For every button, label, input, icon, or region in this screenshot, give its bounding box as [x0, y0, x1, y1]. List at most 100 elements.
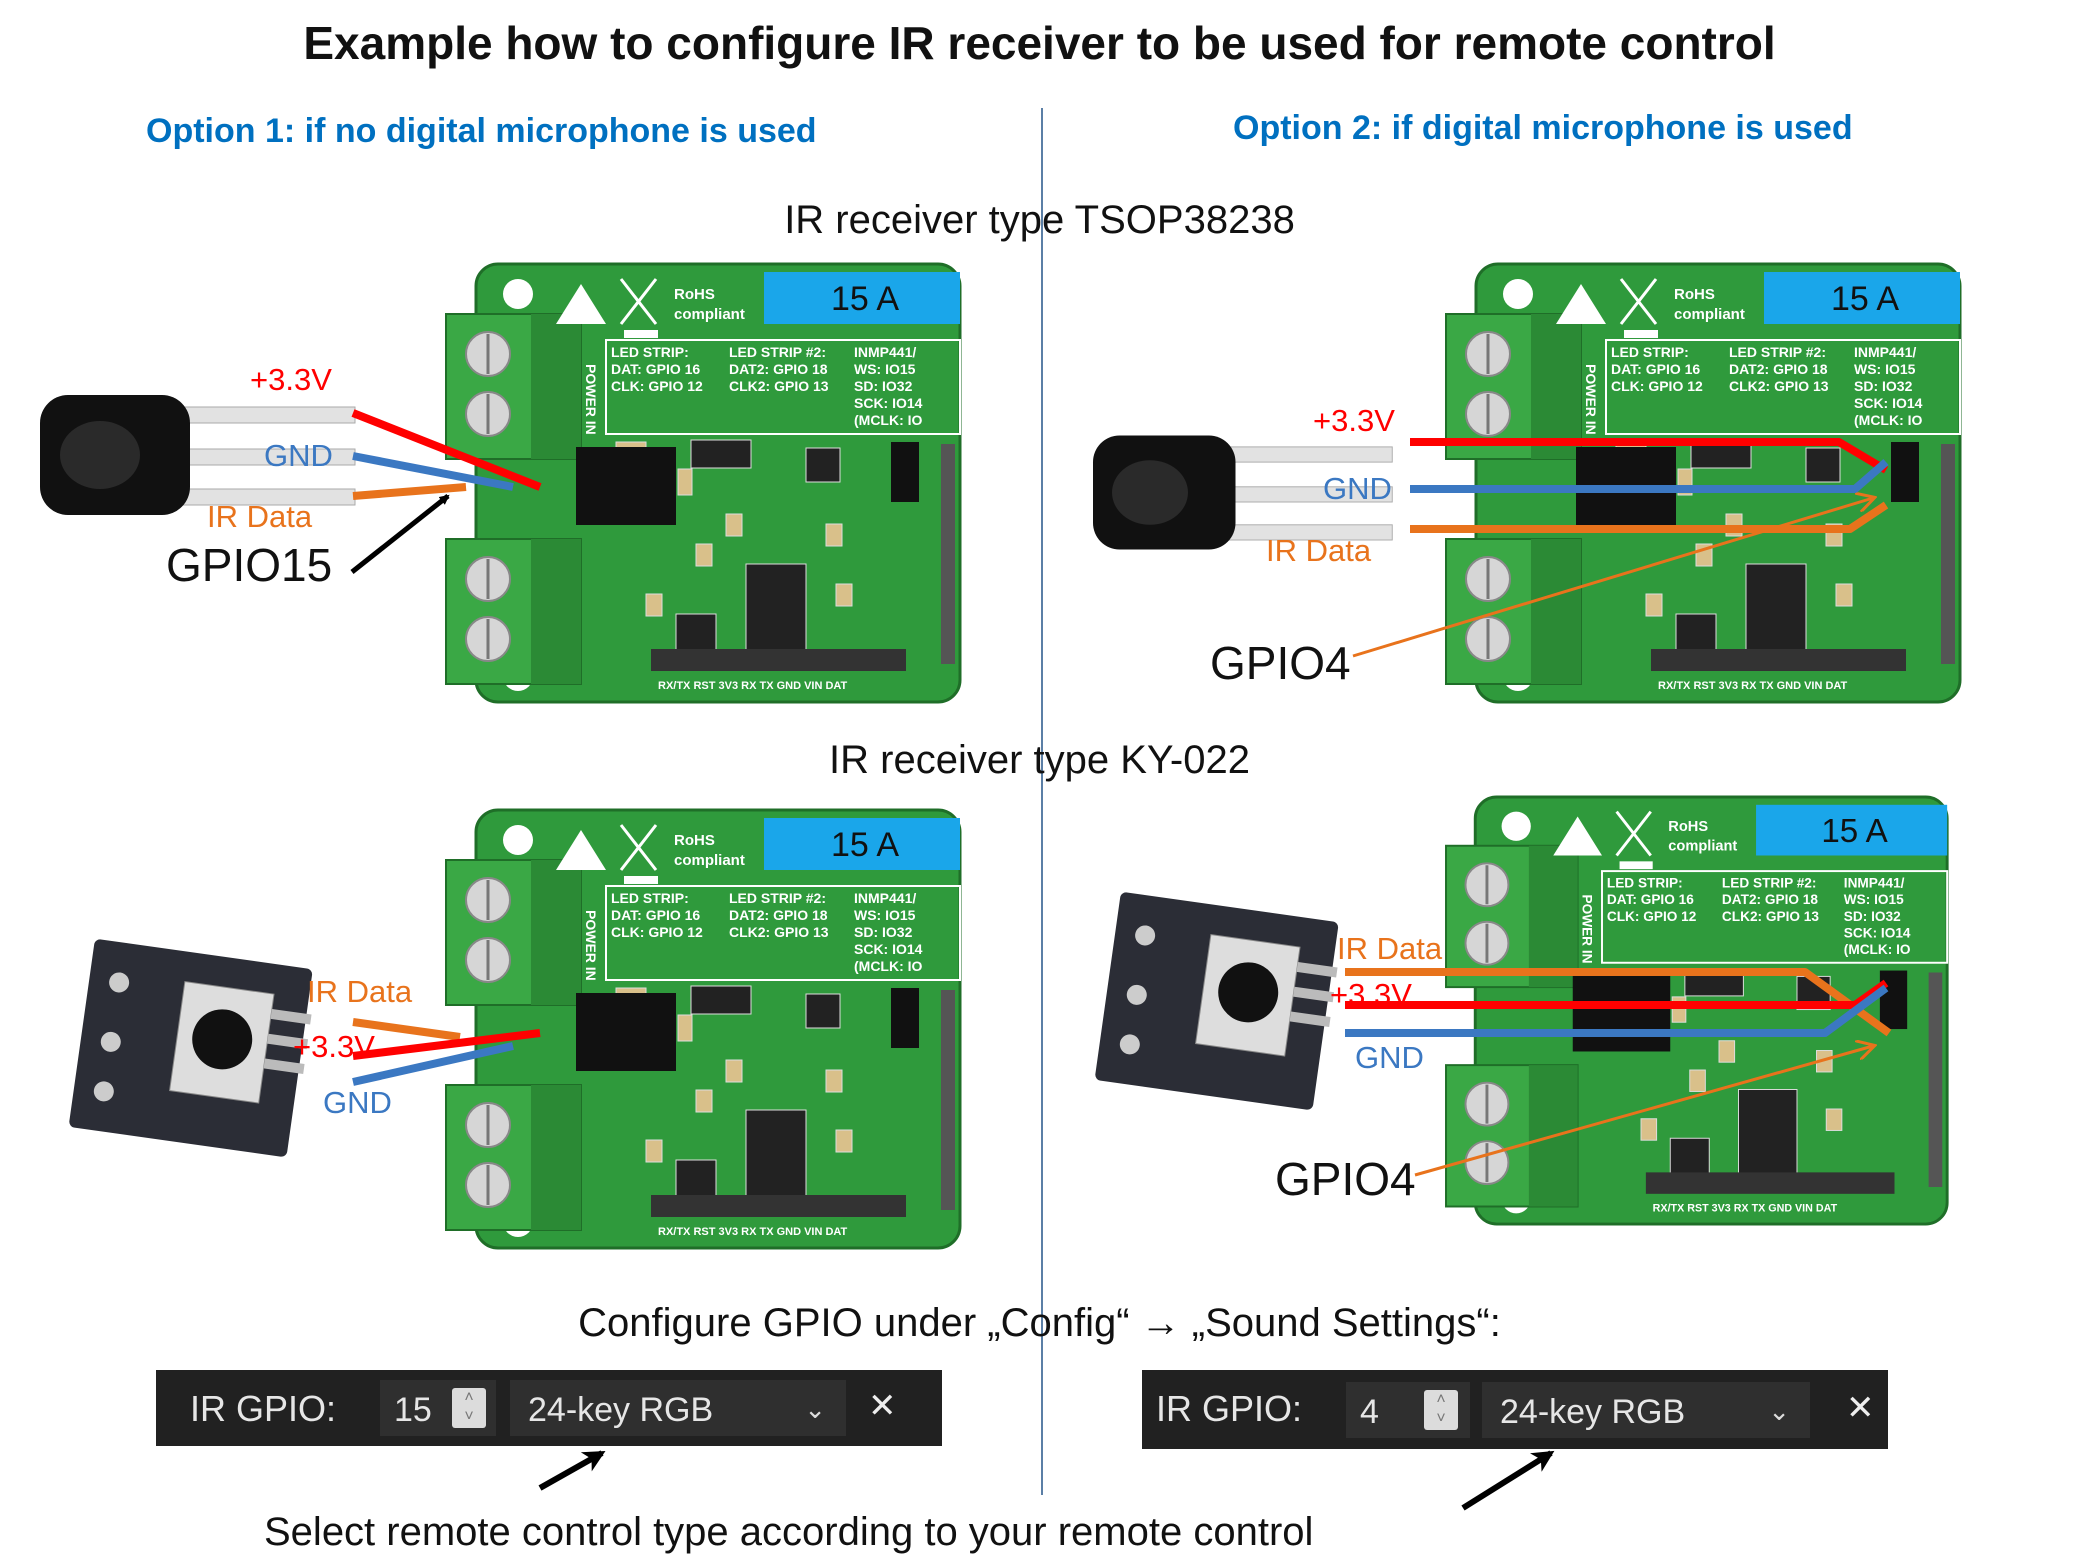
arrow-icon — [350, 494, 450, 574]
silkscreen-box — [1601, 870, 1949, 964]
close-icon[interactable]: ✕ — [1846, 1389, 1875, 1427]
rohs-text: RoHS — [1668, 819, 1708, 835]
ir-gpio-number-input[interactable]: 4 ˄˅ — [1346, 1382, 1470, 1438]
receiver-lens — [1112, 460, 1188, 525]
silkscreen-text: LED STRIP #2: — [1722, 876, 1817, 891]
microphone-header — [1891, 442, 1919, 502]
wire-gnd — [1410, 458, 1889, 493]
arrow-icon — [1461, 1450, 1555, 1511]
weee-bar — [624, 330, 658, 338]
mounting-hole — [503, 279, 533, 309]
terminal-block-side — [1531, 314, 1581, 459]
stepper-icon[interactable]: ˄˅ — [1424, 1390, 1458, 1430]
smd-component — [805, 993, 841, 1029]
wire-vcc — [1410, 438, 1889, 474]
bottom-pin-header — [1645, 1172, 1895, 1194]
remote-type-value: 24-key RGB — [1500, 1393, 1686, 1431]
silkscreen-text: DAT2: GPIO 18 — [1722, 892, 1818, 907]
silkscreen-text: INMP441/ — [854, 890, 916, 906]
module-pins — [941, 444, 955, 664]
remote-type-select[interactable]: 24-key RGB ⌄ — [1482, 1382, 1810, 1438]
gpio-pointer-line — [1414, 1046, 1873, 1177]
silkscreen-text: INMP441/ — [1854, 344, 1916, 360]
rating-label — [764, 272, 960, 324]
remote-type-select[interactable]: 24-key RGB ⌄ — [510, 1380, 846, 1436]
remote-type-value: 24-key RGB — [528, 1391, 714, 1429]
microphone-header — [891, 988, 919, 1048]
gpio-label: GPIO15 — [166, 539, 333, 591]
ir-receiver-tsop38238 — [1093, 435, 1393, 550]
ir-gpio-label: IR GPIO: — [1156, 1388, 1303, 1429]
silkscreen-text: SD: IO32 — [854, 378, 913, 394]
microphone-header — [1879, 970, 1908, 1030]
wire-label-gnd: GND — [1355, 1040, 1424, 1075]
gpio-pointer-line — [1352, 498, 1873, 658]
weee-bar — [624, 876, 658, 884]
silkscreen-text: WS: IO15 — [1844, 892, 1904, 907]
bottom-pin-header — [1651, 649, 1906, 671]
section-heading-ky022: IR receiver type KY-022 — [829, 738, 1250, 782]
receiver-pin — [1296, 961, 1338, 978]
wire-label-gnd: GND — [323, 1085, 392, 1120]
current-rating-text: 15 A — [831, 826, 899, 864]
silkscreen-text: LED STRIP: — [611, 344, 689, 360]
pin-labels-text: RX/TX RST 3V3 RX TX GND VIN DAT — [658, 680, 848, 692]
silkscreen-text: SD: IO32 — [1854, 378, 1913, 394]
pin-labels-text: RX/TX RST 3V3 RX TX GND VIN DAT — [1653, 1202, 1838, 1214]
silkscreen-box — [605, 885, 961, 981]
receiver-pin — [267, 1033, 309, 1050]
section-heading-tsop38238: IR receiver type TSOP38238 — [784, 198, 1295, 242]
silkscreen-text: (MCLK: IO — [1844, 942, 1911, 957]
silkscreen-text: (MCLK: IO — [854, 958, 923, 974]
module-pins — [941, 990, 955, 1210]
close-icon[interactable]: ✕ — [868, 1387, 897, 1425]
smd-component — [695, 1089, 713, 1113]
weee-bin-icon — [1619, 278, 1658, 325]
smd-component — [1825, 1108, 1843, 1131]
ir-gpio-number-input[interactable]: 15 ˄˅ — [380, 1380, 496, 1436]
weee-bar — [1619, 861, 1653, 870]
silkscreen-box — [1605, 339, 1961, 435]
wire-gnd — [352, 452, 514, 491]
rohs-text: RoHS — [1674, 286, 1715, 303]
rohs-text: compliant — [674, 852, 745, 869]
wire-vcc — [1345, 979, 1889, 1009]
terminal-block-side — [1528, 845, 1578, 988]
gpio-label: GPIO4 — [1275, 1153, 1416, 1205]
power-in-label: POWER IN — [583, 364, 599, 435]
current-rating-text: 15 A — [1821, 813, 1888, 850]
wire-vcc — [351, 409, 542, 491]
pin-labels-text: RX/TX RST 3V3 RX TX GND VIN DAT — [1658, 680, 1848, 692]
ir-gpio-value: 4 — [1360, 1393, 1379, 1431]
smd-component — [825, 523, 843, 547]
wire-label-vcc: +3.3V — [293, 1029, 375, 1064]
smd-component — [825, 1069, 843, 1093]
weee-bar — [1624, 330, 1658, 338]
module-pins — [1928, 972, 1943, 1187]
wire-ir-data — [352, 483, 467, 500]
power-in-label: POWER IN — [1580, 895, 1595, 964]
rating-label — [1756, 804, 1948, 856]
smd-component — [677, 468, 693, 496]
smd-component — [645, 1139, 663, 1163]
silkscreen-text: CLK2: GPIO 13 — [729, 378, 829, 394]
wire-gnd — [352, 1042, 514, 1086]
wire-label-ir-data: IR Data — [307, 974, 413, 1009]
stepper-icon[interactable]: ˄˅ — [452, 1388, 486, 1428]
silkscreen-text: SCK: IO14 — [1844, 925, 1911, 940]
smd-component — [1718, 1040, 1736, 1063]
ir-receiver-tsop38238 — [40, 395, 356, 515]
wire-label-ir-data: IR Data — [207, 499, 313, 534]
footer-note: Select remote control type according to … — [264, 1510, 1314, 1554]
wire-label-vcc: +3.3V — [250, 362, 332, 397]
ir-gpio-value: 15 — [394, 1391, 432, 1429]
silkscreen-text: CLK: GPIO 12 — [611, 378, 703, 394]
receiver-lens — [192, 1009, 253, 1070]
silkscreen-text: WS: IO15 — [854, 361, 916, 377]
smd-component — [745, 563, 807, 665]
pad — [93, 1081, 114, 1102]
